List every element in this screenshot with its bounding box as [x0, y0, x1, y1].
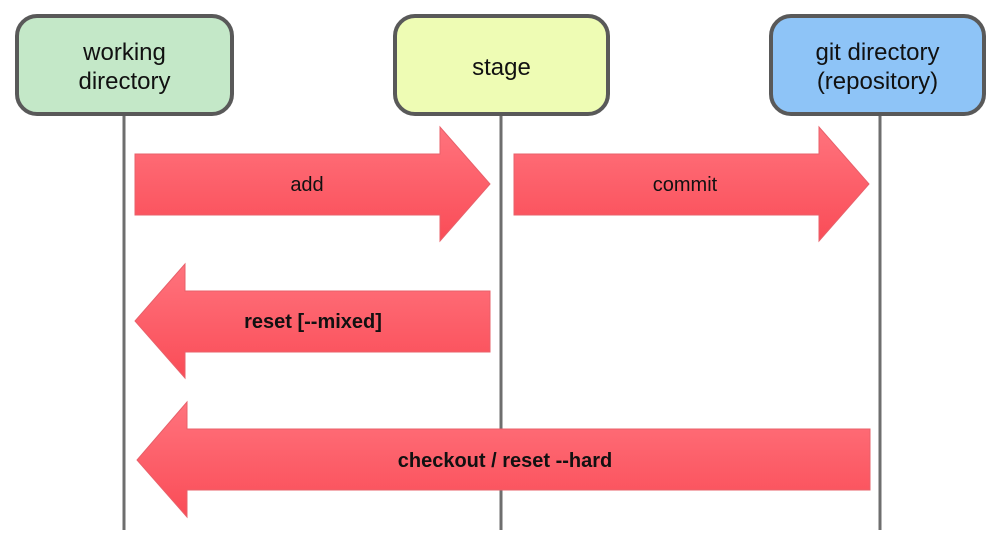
commit-arrow-shape — [513, 125, 870, 243]
working-directory-box — [15, 14, 234, 116]
add-arrow-shape — [134, 125, 491, 243]
add-arrow: add — [134, 125, 491, 243]
git-directory-label-line1: git directory — [815, 39, 939, 66]
reset-mixed-arrow-shape — [134, 262, 491, 380]
working-directory-label-line2: directory — [78, 68, 170, 95]
commit-arrow: commit — [513, 125, 870, 243]
working-directory-label-line1: working — [82, 39, 166, 66]
working-directory-node: working directory — [15, 14, 234, 116]
git-directory-node: git directory (repository) — [769, 14, 986, 116]
reset-mixed-arrow-label: reset [--mixed] — [244, 311, 382, 333]
checkout-reset-hard-arrow: checkout / reset --hard — [136, 400, 871, 519]
checkout-reset-hard-arrow-label: checkout / reset --hard — [398, 450, 613, 472]
commit-arrow-label: commit — [653, 174, 718, 196]
stage-box — [393, 14, 610, 116]
add-arrow-label: add — [290, 174, 323, 196]
stage-label: stage — [472, 54, 531, 81]
checkout-reset-hard-arrow-shape — [136, 400, 871, 519]
reset-mixed-arrow: reset [--mixed] — [134, 262, 491, 380]
git-directory-box — [769, 14, 986, 116]
git-directory-label-line2: (repository) — [817, 68, 938, 95]
stage-node: stage — [393, 14, 610, 116]
